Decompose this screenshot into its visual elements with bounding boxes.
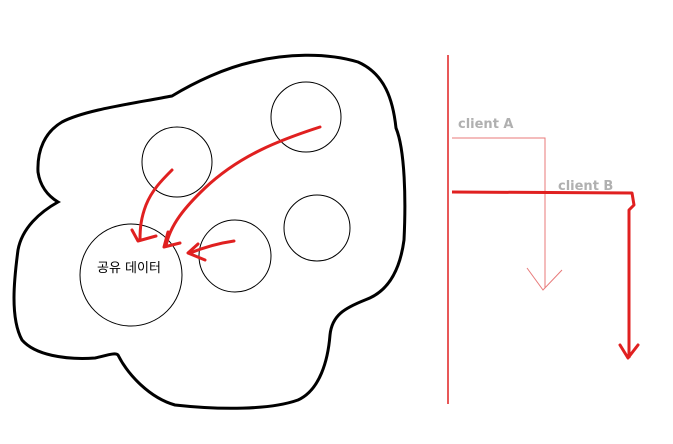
arrow-from-upper-left-thread [138,168,174,242]
shared-memory-cloud [12,53,407,410]
thread-circle-top-right [270,81,342,153]
arrow-from-middle-thread [188,239,236,255]
shared-data-label: 공유 데이터 [97,261,161,276]
arrow-from-top-right-thread [164,125,322,248]
access-arrows [130,125,322,262]
client-b-arrowhead [618,343,640,360]
client-a-arrowhead [526,267,563,291]
shared-data-circle [79,223,183,327]
thread-circle-middle [198,219,272,293]
arrow-from-top-right-thread-head [162,230,182,249]
thread-circle-upper-left [141,126,213,198]
client-a-path [452,137,546,288]
client-b-label: client B [558,179,613,194]
arrow-from-middle-thread-head [186,242,207,262]
arrow-from-upper-left-thread-head [130,228,158,243]
client-a-label: client A [458,117,514,132]
client-b-path [451,190,636,358]
thread-circle-right [283,194,351,262]
